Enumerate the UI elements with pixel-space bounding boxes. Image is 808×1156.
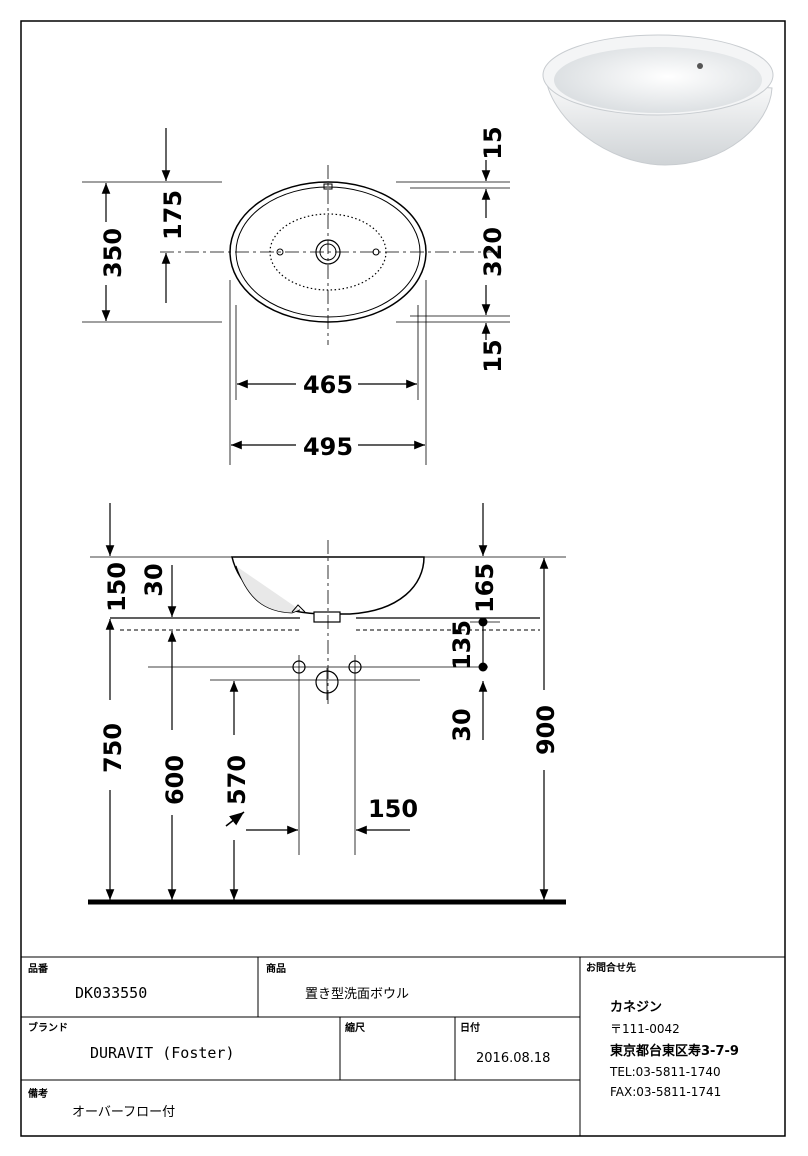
contact-address: 東京都台東区寿3-7-9	[610, 1043, 739, 1059]
dim-30-right: 30	[448, 708, 476, 741]
scale-label: 縮尺	[345, 1021, 365, 1034]
contact-label: お問合せ先	[586, 961, 636, 974]
brand-value: DURAVIT (Foster)	[90, 1044, 235, 1062]
contact-tel: TEL:03-5811-1740	[609, 1065, 721, 1079]
dim-30-left: 30	[140, 563, 168, 596]
dim-165: 165	[471, 563, 499, 613]
dim-175: 175	[159, 190, 187, 240]
date-label: 日付	[460, 1021, 480, 1034]
remarks-value: オーバーフロー付	[72, 1105, 175, 1120]
drain-fitting	[313, 611, 341, 623]
dim-465: 465	[303, 371, 353, 399]
dim-15-bottom: 15	[479, 339, 507, 372]
part-no-value: DK033550	[75, 984, 147, 1002]
remarks-label: 備考	[28, 1087, 48, 1100]
product-value: 置き型洗面ボウル	[305, 987, 409, 1002]
top-view	[82, 128, 510, 465]
side-view	[88, 503, 566, 905]
dim-150-bowl: 150	[103, 562, 131, 612]
part-no-label: 品番	[28, 962, 49, 975]
sheet-frame	[20, 20, 786, 1137]
dim-570: 570	[223, 755, 251, 805]
dim-600: 600	[161, 755, 189, 805]
title-block	[21, 956, 785, 1136]
dim-320: 320	[479, 227, 507, 277]
contact-company: カネジン	[610, 1000, 662, 1015]
dim-495: 495	[303, 433, 353, 461]
basin-product-image	[542, 34, 774, 166]
dim-135: 135	[448, 620, 476, 670]
dim-750: 750	[99, 723, 127, 773]
brand-label: ブランド	[28, 1021, 68, 1034]
fix-hole-left	[276, 248, 284, 256]
contact-fax: FAX:03-5811-1741	[610, 1085, 721, 1099]
dim-350: 350	[99, 228, 127, 278]
product-label: 商品	[266, 962, 286, 975]
dim-150-spacing: 150	[368, 795, 418, 823]
dim-15-top: 15	[479, 126, 507, 159]
date-value: 2016.08.18	[476, 1051, 550, 1066]
contact-postal: 〒111-0042	[610, 1022, 680, 1036]
dim-900: 900	[532, 705, 560, 755]
